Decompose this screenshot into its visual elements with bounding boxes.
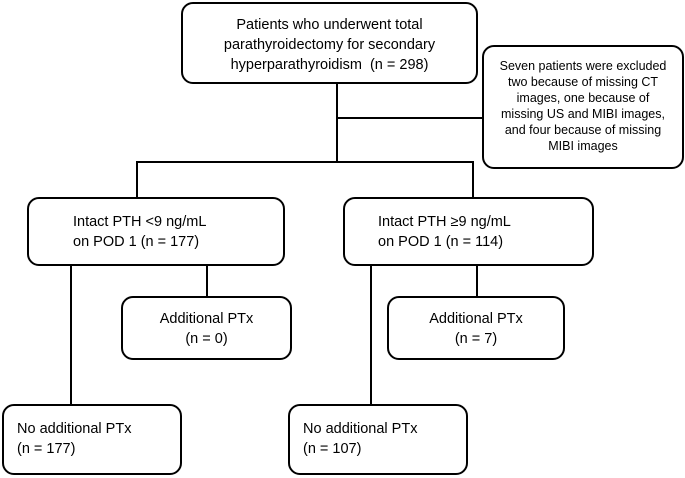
box-left-additional-ptx: Additional PTx (n = 0) [121,296,292,360]
total-patients-line-1: Patients who underwent total [236,17,423,33]
box-excluded-patients: Seven patients were excluded two because… [482,45,684,169]
connector-right-to-additional [476,264,478,298]
connector-exclusion-branch [336,117,484,119]
excluded-line-3: images, one because of [516,91,650,105]
right-additional-ptx-line-2: (n = 7) [454,331,498,347]
right-additional-ptx-line-1: Additional PTx [429,311,523,327]
total-patients-line-2: parathyroidectomy for secondary [223,37,436,53]
excluded-line-1: Seven patients were excluded [499,59,667,73]
pth-9-or-above-line-2: on POD 1 (n = 114) [378,234,504,250]
box-pth-9-or-above: Intact PTH ≥9 ng/mL on POD 1 (n = 114) [343,197,594,266]
connector-right-down [472,161,474,199]
left-additional-ptx-line-2: (n = 0) [185,331,228,347]
connector-top-down [336,82,338,162]
box-left-no-additional-ptx: No additional PTx (n = 177) [2,404,182,475]
connector-left-to-additional [206,264,208,298]
box-pth-below-9: Intact PTH <9 ng/mL on POD 1 (n = 177) [27,197,285,266]
connector-right-to-no-additional [370,264,372,406]
right-no-additional-ptx-line-1: No additional PTx [303,421,418,437]
box-total-patients: Patients who underwent total parathyroid… [181,2,478,84]
box-right-no-additional-ptx: No additional PTx (n = 107) [288,404,468,475]
pth-below-9-line-1: Intact PTH <9 ng/mL [73,214,207,230]
left-additional-ptx-line-1: Additional PTx [159,311,254,327]
excluded-line-6: MIBI images [548,139,618,153]
excluded-line-5: and four because of missing [504,123,662,137]
connector-left-to-no-additional [70,264,72,406]
pth-9-or-above-line-1: Intact PTH ≥9 ng/mL [378,214,511,230]
excluded-line-2: two because of missing CT [507,75,659,89]
connector-left-down [136,161,138,199]
total-patients-line-3: hyperparathyroidism (n = 298) [230,57,429,73]
connector-horizontal-split [136,161,474,163]
excluded-line-4: missing US and MIBI images, [501,107,665,121]
left-no-additional-ptx-line-2: (n = 177) [17,441,76,457]
right-no-additional-ptx-line-2: (n = 107) [303,441,362,457]
box-right-additional-ptx: Additional PTx (n = 7) [387,296,565,360]
left-no-additional-ptx-line-1: No additional PTx [17,421,132,437]
pth-below-9-line-2: on POD 1 (n = 177) [73,234,200,250]
